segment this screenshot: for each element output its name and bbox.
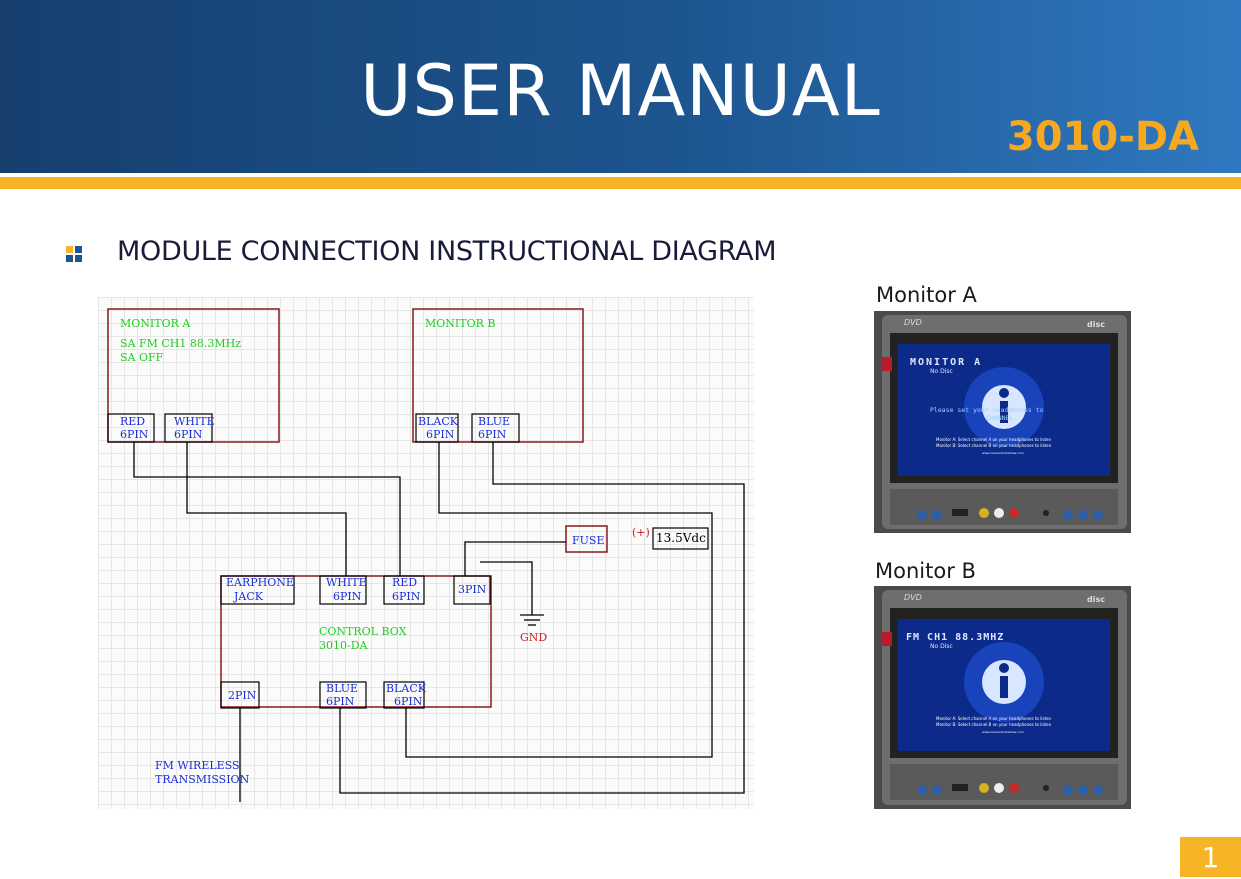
monitor-a-dvd-logo: DVD (904, 318, 922, 327)
monitor-a-red-pin: 6PIN (120, 428, 149, 441)
cb-red-pin: 6PIN (392, 590, 421, 603)
cb-blue-label: BLUE (326, 682, 358, 695)
monitor-b-url: www.invisionindustries.com (982, 730, 1024, 734)
cb-black-label: BLACK (386, 682, 427, 695)
monitor-b-footer1: Monitor A: Select channel A on your head… (936, 716, 1051, 721)
monitor-b-photo: FM CH1 88.3MHZ No Disc Monitor A: Select… (874, 586, 1131, 809)
cb-blue-pin: 6PIN (326, 695, 355, 708)
voltage-label: 13.5Vdc (656, 531, 706, 545)
section-bullet-icon (66, 246, 83, 263)
monitor-b-screen-title: FM CH1 88.3MHZ (906, 632, 1004, 643)
monitor-b-blue-label: BLUE (478, 415, 510, 428)
monitor-b-disc-logo: disc (1087, 595, 1105, 604)
section-title: MODULE CONNECTION INSTRUCTIONAL DIAGRAM (117, 236, 777, 267)
fm-wireless-label: FM WIRELESS (155, 759, 240, 772)
monitor-a-line2: SA OFF (120, 351, 164, 364)
monitor-a-white-pin: 6PIN (174, 428, 203, 441)
gnd-label: GND (520, 631, 547, 644)
earphone-jack-label: EARPHONE (226, 576, 294, 589)
monitor-a-screen-msg2: CHANNEL (986, 414, 1013, 422)
header-banner: USER MANUAL 3010-DA (0, 0, 1241, 173)
monitor-a-footer1: Monitor A: Select channel A on your head… (936, 437, 1051, 442)
monitor-a-screen-title: MONITOR A (910, 357, 982, 368)
monitor-a-title: MONITOR A (120, 317, 191, 330)
monitor-a-red-label: RED (120, 415, 145, 428)
document-title: USER MANUAL (360, 50, 881, 132)
monitor-b-caption: Monitor B (875, 559, 976, 583)
control-box-title: CONTROL BOX (319, 625, 407, 638)
control-box-model: 3010-DA (319, 639, 369, 652)
monitor-a-screen-msg1: Please set your headphones to (930, 406, 1044, 414)
model-number: 3010-DA (1006, 114, 1199, 160)
wiring-diagram: MONITOR A SA FM CH1 88.3MHz SA OFF MONIT… (98, 297, 754, 809)
monitor-a-footer2: Monitor B: Select channel B on your head… (936, 443, 1052, 448)
cb-white-label: WHITE (326, 576, 367, 589)
monitor-b-black-label: BLACK (418, 415, 459, 428)
fm-transmission-label: TRANSMISSION (155, 773, 250, 786)
monitor-b-black-pin: 6PIN (426, 428, 455, 441)
positive-terminal: (+) (632, 526, 650, 539)
cb-2pin-label: 2PIN (228, 689, 257, 702)
header-accent-bar (0, 177, 1241, 189)
monitor-a-screen-sub: No Disc (930, 368, 953, 375)
monitor-b-dvd-logo: DVD (904, 593, 922, 602)
monitor-b-screen-sub: No Disc (930, 643, 953, 650)
monitor-a-caption: Monitor A (876, 283, 977, 307)
earphone-jack-sub: JACK (233, 590, 264, 603)
monitor-a-line1: SA FM CH1 88.3MHz (120, 337, 241, 350)
monitor-b-footer2: Monitor B: Select channel B on your head… (936, 722, 1052, 727)
cb-3pin-label: 3PIN (458, 583, 487, 596)
monitor-a-white-label: WHITE (174, 415, 215, 428)
monitor-b-title: MONITOR B (425, 317, 495, 330)
cb-white-pin: 6PIN (333, 590, 362, 603)
monitor-a-disc-logo: disc (1087, 320, 1105, 329)
cb-red-label: RED (392, 576, 417, 589)
fuse-label: FUSE (572, 534, 604, 547)
monitor-a-photo: MONITOR A No Disc Please set your headph… (874, 311, 1131, 533)
monitor-a-url: www.invisionindustries.com (982, 451, 1024, 455)
cb-black-pin: 6PIN (394, 695, 423, 708)
monitor-b-blue-pin: 6PIN (478, 428, 507, 441)
page-number: 1 (1180, 837, 1241, 877)
